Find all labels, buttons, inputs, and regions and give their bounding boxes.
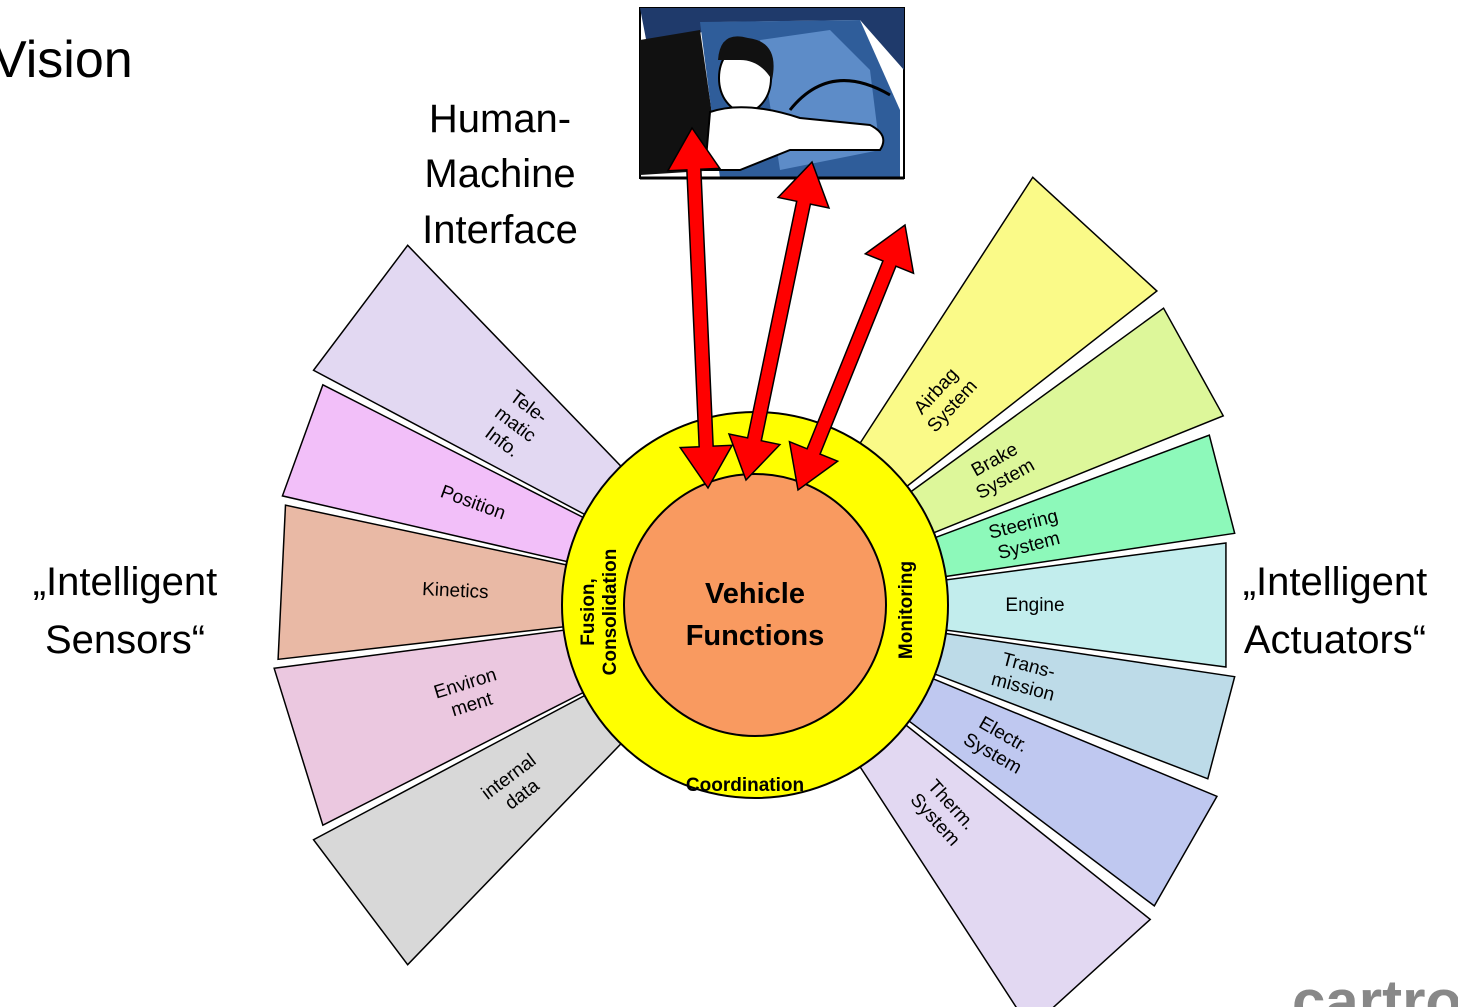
vehicle-functions-label: Vehicle Functions bbox=[686, 578, 825, 652]
hmi-label-line-3: Interface bbox=[422, 208, 578, 252]
double-arrow bbox=[727, 160, 831, 482]
double-arrow bbox=[788, 223, 915, 492]
hmi-arrows bbox=[666, 126, 915, 492]
fusion-line-1: Fusion, bbox=[578, 578, 599, 646]
intelligent-sensors-label: „Intelligent Sensors“ bbox=[33, 560, 218, 662]
company-logo: cartronic bbox=[1292, 968, 1458, 1007]
coordination-label: Coordination bbox=[686, 775, 804, 796]
vehicle-functions-line-1: Vehicle bbox=[705, 578, 805, 610]
vehicle-functions-line-2: Functions bbox=[686, 620, 825, 652]
actuators-label-line-1: „Intelligent bbox=[1243, 560, 1428, 604]
actuator-segment: Trans-mission bbox=[926, 631, 1236, 780]
fusion-consolidation-label: Fusion, Consolidation bbox=[578, 549, 621, 676]
driver-in-car-illustration bbox=[639, 7, 905, 180]
hmi-label-line-2: Machine bbox=[424, 152, 575, 196]
sensor-segments: Tele-maticInfo.PositionKineticsEnvironme… bbox=[273, 244, 628, 966]
hmi-label: Human- Machine Interface bbox=[422, 97, 578, 252]
double-arrow bbox=[666, 126, 734, 490]
hmi-label-line-1: Human- bbox=[429, 97, 571, 141]
monitoring-label: Monitoring bbox=[896, 561, 917, 659]
slide-title: Vision bbox=[0, 31, 133, 89]
intelligent-actuators-label: „Intelligent Actuators“ bbox=[1243, 560, 1428, 662]
actuator-segment: Therm.System bbox=[854, 719, 1152, 1007]
actuators-label-line-2: Actuators“ bbox=[1244, 618, 1426, 662]
sensors-label-line-1: „Intelligent bbox=[33, 560, 218, 604]
fusion-line-2: Consolidation bbox=[600, 549, 621, 676]
sensor-segment-label: Kinetics bbox=[422, 579, 489, 603]
sensors-label-line-2: Sensors“ bbox=[45, 618, 205, 662]
actuator-segments: AirbagSystemBrakeSystemSteeringSystemEng… bbox=[854, 176, 1236, 1007]
vehicle-functions-core bbox=[623, 473, 887, 737]
actuator-segment: Electr.System bbox=[901, 674, 1219, 908]
actuator-segment: Engine bbox=[937, 542, 1227, 668]
sensor-segment: Kinetics bbox=[277, 504, 575, 661]
actuator-segment-label: Engine bbox=[1005, 595, 1064, 616]
